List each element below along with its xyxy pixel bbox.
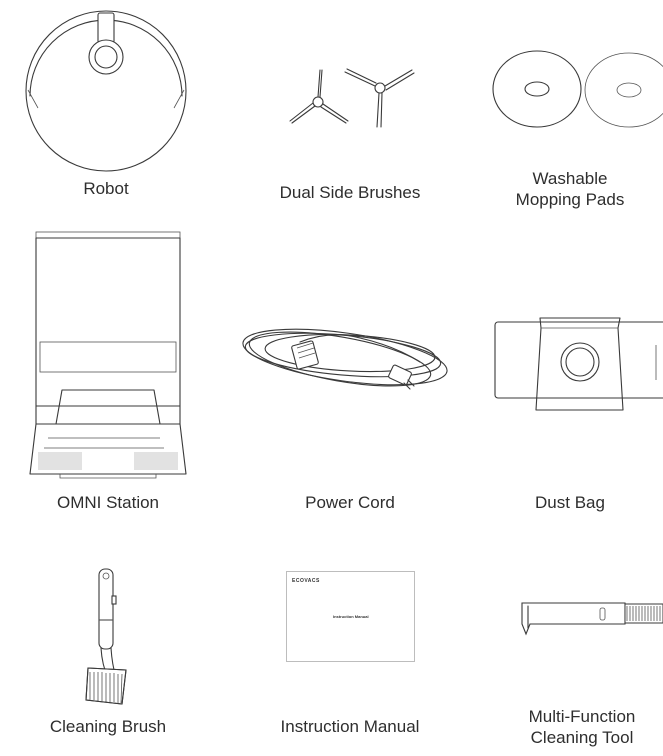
manual-label: Instruction Manual [280, 717, 420, 736]
side-brushes-label: Dual Side Brushes [279, 183, 421, 202]
mopping-pads-label: Washable Mopping Pads [515, 169, 625, 209]
power-cord-label: Power Cord [305, 493, 395, 512]
cleaning-brush-label: Cleaning Brush [49, 717, 167, 736]
manual-cover-title: Instruction Manual [333, 614, 369, 619]
manual-brand-logo: ECOVACS [292, 578, 320, 584]
manual-cover: ECOVACS Instruction Manual [286, 571, 415, 662]
multi-tool-label: Multi-Function Cleaning Tool [528, 707, 636, 747]
station-label: OMNI Station [56, 493, 160, 512]
robot-label: Robot [83, 179, 129, 198]
dust-bag-label: Dust Bag [535, 493, 605, 512]
